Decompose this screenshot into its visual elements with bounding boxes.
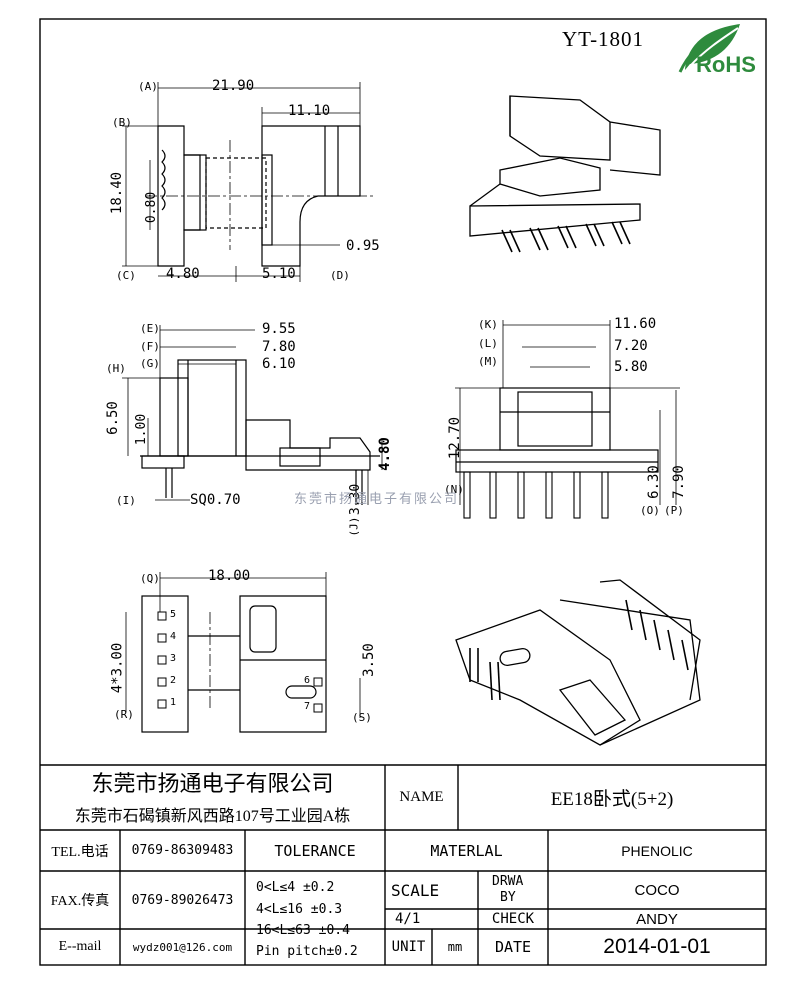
pin-2-label: 2: [170, 675, 177, 686]
dim-6-10: 6.10: [262, 356, 296, 372]
label-d: (D): [330, 269, 350, 282]
label-p: (P): [664, 504, 684, 517]
dim-18-40: 18.40: [109, 171, 126, 215]
tolerance-line-1: 0<L≤4 ±0.2: [256, 880, 335, 895]
material-value: PHENOLIC: [621, 842, 693, 859]
company-address: 东莞市石碣镇新风西路107号工业园A栋: [74, 808, 351, 825]
label-e: (E): [140, 322, 160, 335]
label-m: (M): [478, 355, 498, 368]
dim-6-30: 6.30: [645, 465, 662, 499]
front-view: [455, 320, 680, 519]
rohs-label: RoHS: [696, 52, 756, 77]
drawn-label-1: DRWA: [492, 874, 524, 889]
dim-21-90: 21.90: [212, 78, 255, 94]
drawn-label-2: BY: [500, 890, 516, 905]
scale-value: 4/1: [395, 911, 421, 927]
dim-0-80: 0.80: [144, 191, 160, 224]
date-label: DATE: [494, 938, 532, 956]
drawn-by-value: COCO: [634, 881, 680, 899]
dim-4-80: 4.80: [166, 266, 200, 282]
dim-4x3-00: 4*3.00: [109, 642, 126, 694]
label-r: (R): [114, 708, 134, 721]
fax-value: 0769-89026473: [131, 892, 234, 908]
pin-4-label: 4: [170, 631, 177, 642]
tel-value: 0769-86309483: [131, 843, 234, 858]
dim-18-00: 18.00: [208, 568, 251, 584]
dim-7-90: 7.90: [670, 465, 687, 499]
label-i: (I): [116, 494, 136, 507]
pin-3-label: 3: [170, 653, 177, 664]
check-label: CHECK: [491, 911, 535, 927]
dim-3-50: 3.50: [360, 643, 377, 677]
label-n: (N): [444, 483, 464, 496]
top-view: [122, 82, 375, 282]
rohs-leaf-icon: [678, 24, 740, 73]
label-k: (K): [478, 318, 498, 331]
part-name: EE18卧式(5+2): [550, 789, 674, 810]
dim-0-95: 0.95: [346, 238, 380, 254]
tolerance-line-2: 4<L≤16 ±0.3: [256, 902, 343, 917]
scale-label: SCALE: [391, 880, 440, 900]
dim-5-10: 5.10: [262, 266, 296, 282]
name-label: NAME: [399, 789, 444, 805]
dim-11-60: 11.60: [614, 316, 657, 332]
side-view: [122, 325, 383, 505]
dim-1-00: 1.00: [134, 413, 150, 446]
label-f: (F): [140, 340, 160, 353]
title-block-grid: [40, 764, 766, 965]
bottom-view: [125, 572, 361, 733]
company-name: 东莞市扬通电子有限公司: [91, 771, 334, 796]
tolerance-label: TOLERANCE: [274, 841, 356, 860]
label-a: (A): [138, 80, 158, 93]
label-o: (O): [640, 504, 660, 517]
material-label: MATERLAL: [430, 841, 503, 860]
sheet-border: [39, 18, 767, 966]
dim-7-20: 7.20: [614, 338, 648, 354]
label-q: (Q): [140, 572, 160, 585]
pin-7-label: 7: [304, 701, 311, 712]
part-number: YT-1801: [562, 27, 645, 51]
label-h: (H): [106, 362, 126, 375]
label-s: (S): [352, 711, 372, 724]
unit-value: mm: [447, 940, 463, 954]
label-g: (G): [140, 357, 160, 370]
dim-12-70: 12.70: [447, 416, 464, 460]
dim-5-80: 5.80: [614, 359, 648, 375]
check-value: ANDY: [636, 910, 678, 928]
tolerance-line-3: 16<L≤63 ±0.4: [256, 923, 350, 938]
dim-4-80-side: 4.80: [376, 437, 393, 471]
unit-label: UNIT: [391, 939, 426, 955]
dim-9-55: 9.55: [262, 321, 296, 337]
label-l: (L): [478, 337, 498, 350]
tel-label: TEL.电话: [51, 844, 109, 860]
label-c: (C): [116, 269, 136, 282]
label-b: (B): [112, 116, 132, 129]
tolerance-line-4: Pin pitch±0.2: [256, 944, 358, 959]
pin-5-label: 5: [170, 609, 177, 620]
dim-11-10: 11.10: [288, 103, 331, 119]
label-j: (J): [347, 516, 361, 537]
dim-6-50: 6.50: [104, 401, 121, 435]
pin-6-label: 6: [304, 675, 311, 686]
pin-1-label: 1: [170, 697, 177, 708]
dim-sq0-70: SQ0.70: [190, 492, 241, 508]
date-value: 2014-01-01: [603, 935, 711, 958]
watermark-text: 东莞市扬通电子有限公司: [294, 491, 460, 506]
fax-label: FAX.传真: [50, 894, 110, 909]
isometric-view-bottom: [455, 579, 701, 746]
dim-7-80: 7.80: [262, 339, 296, 355]
email-label: E--mail: [58, 939, 102, 954]
email-value: wydz001@126.com: [132, 940, 233, 954]
isometric-view-top: [469, 95, 661, 253]
